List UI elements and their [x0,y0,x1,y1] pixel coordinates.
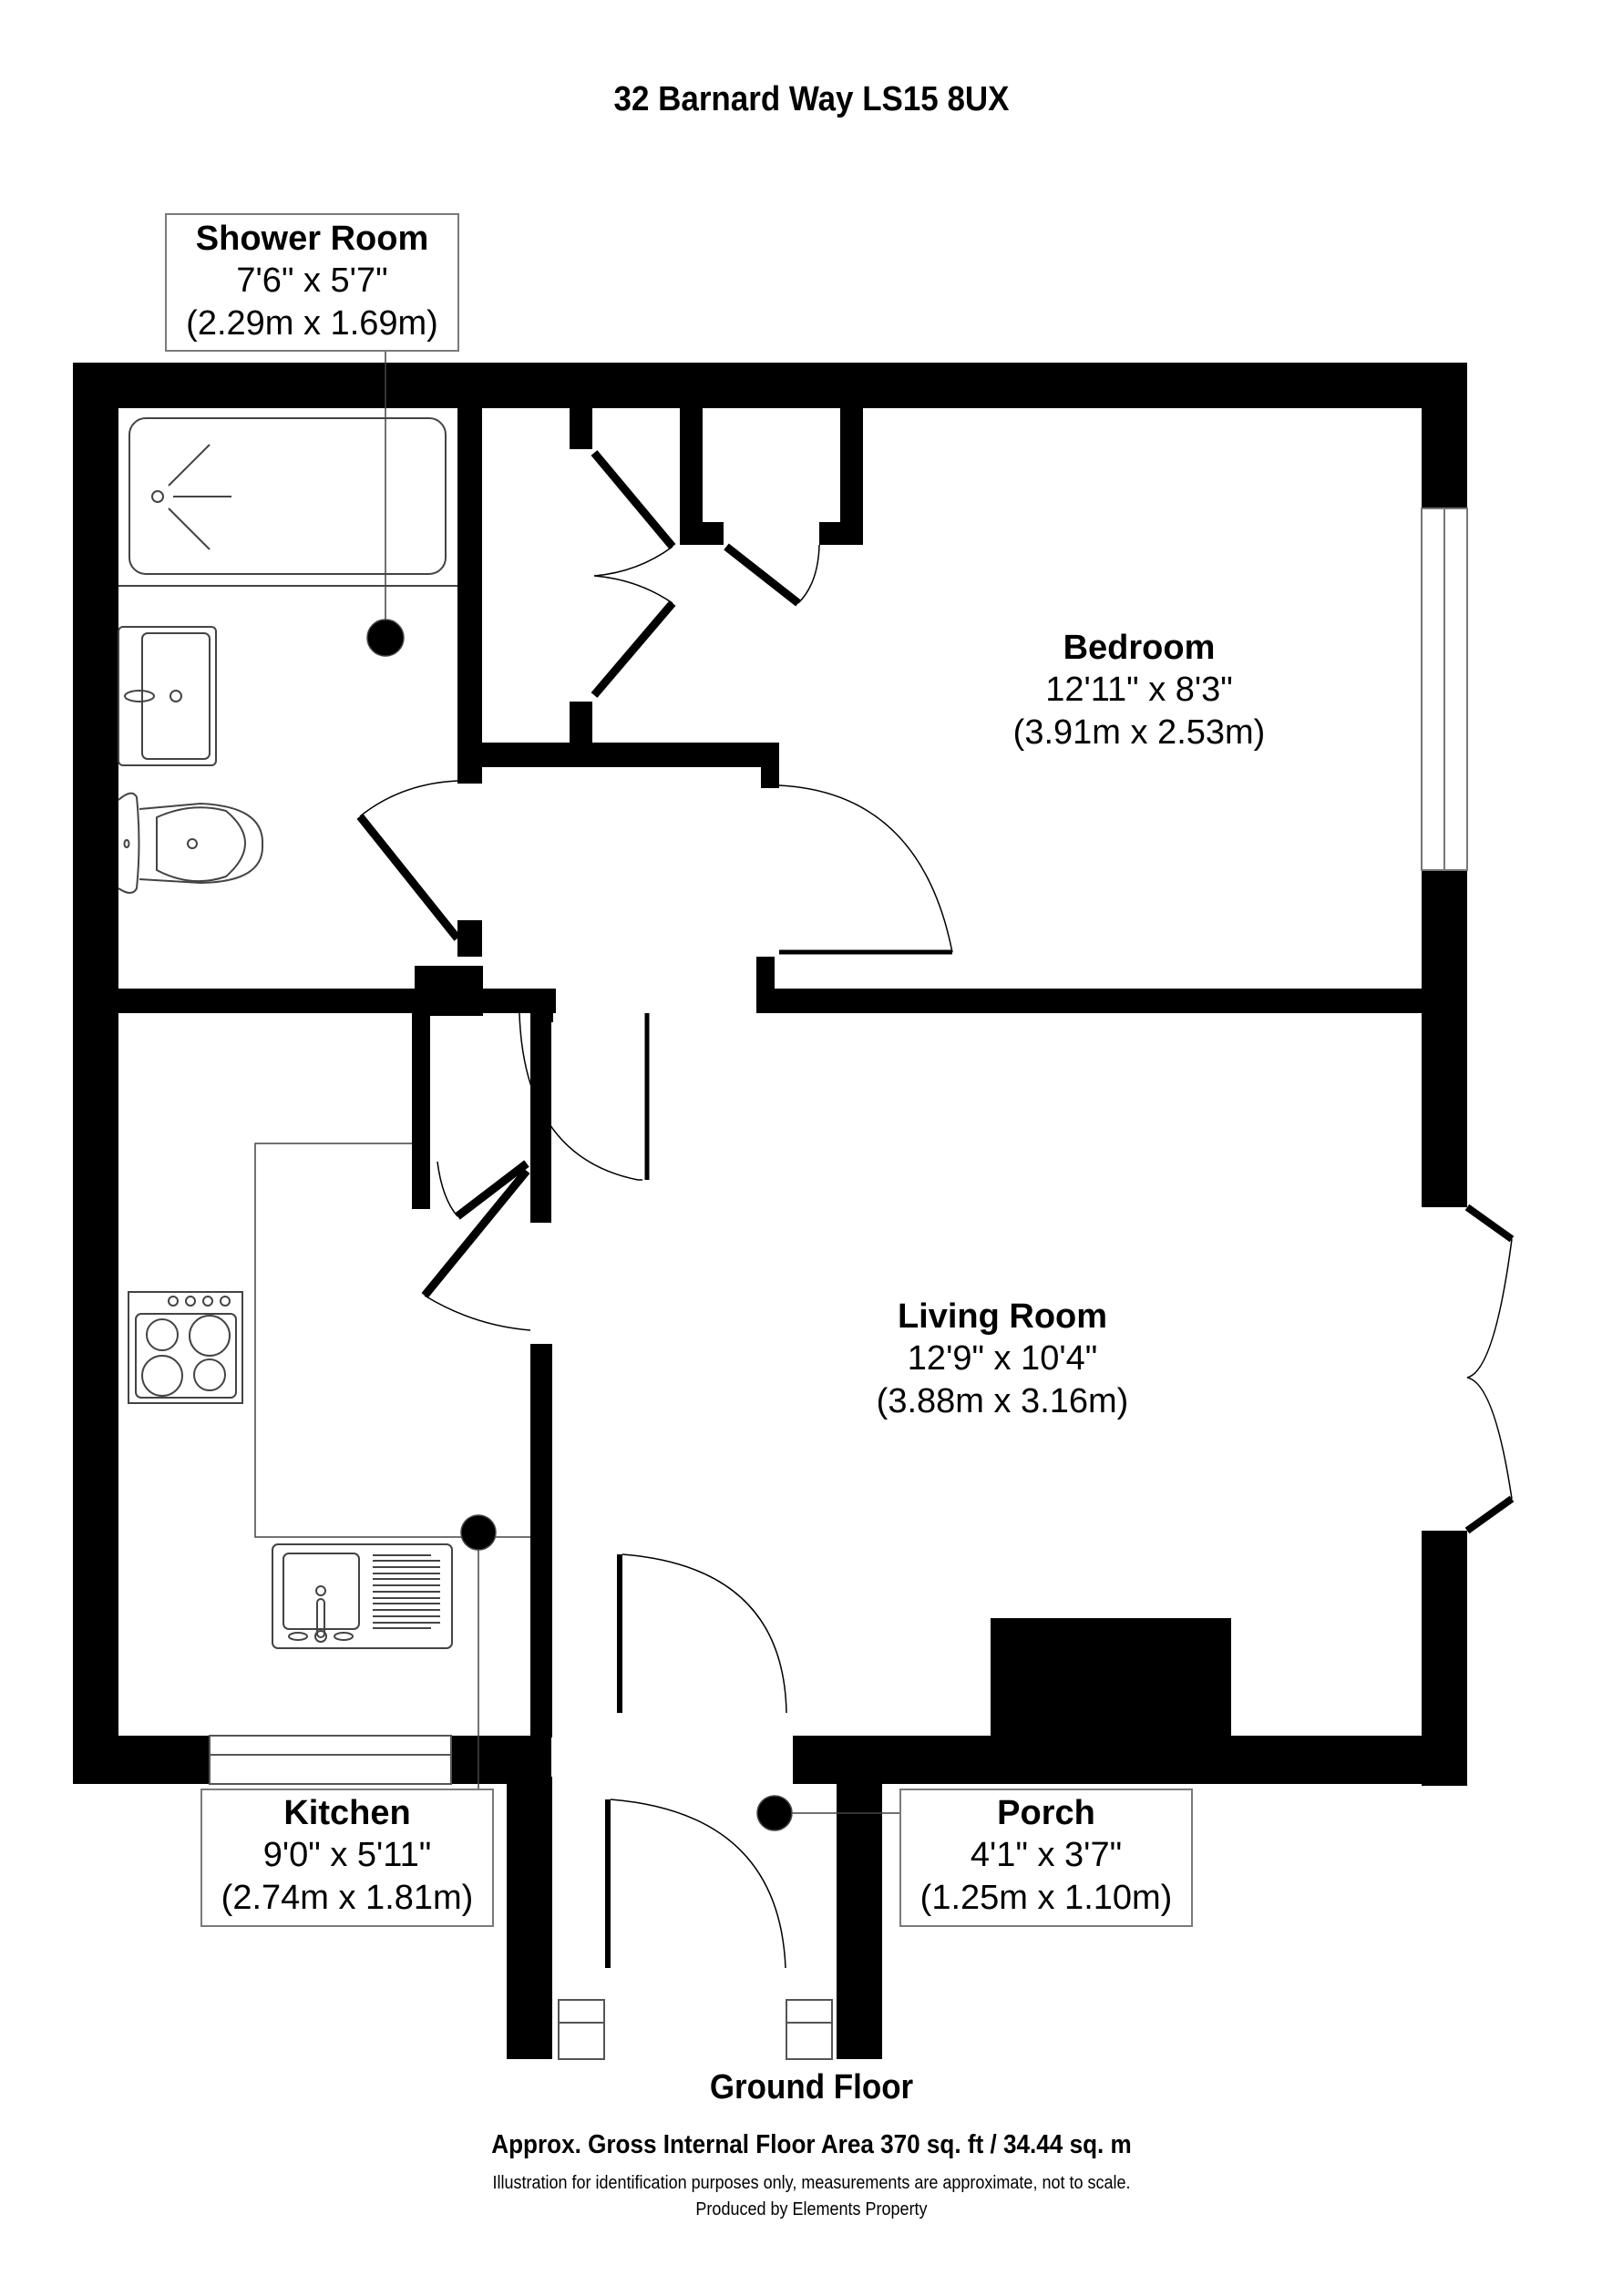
room-imperial: 12'11" x 8'3" [1045,671,1233,710]
label-kitchen: Kitchen 9'0" x 5'11" (2.74m x 1.81m) [200,1789,494,1927]
doors [356,450,1515,1969]
floor-area: Approx. Gross Internal Floor Area 370 sq… [491,2130,1132,2159]
producer-credit: Produced by Elements Property [695,2199,928,2219]
room-metric: (2.29m x 1.69m) [186,303,438,343]
label-shower-room: Shower Room 7'6" x 5'7" (2.29m x 1.69m) [165,213,459,352]
label-porch: Porch 4'1" x 3'7" (1.25m x 1.10m) [899,1789,1193,1927]
worktop [254,1143,530,1538]
shower-tray [118,417,457,587]
room-imperial: 4'1" x 3'7" [970,1836,1123,1875]
label-living-room: Living Room 12'9" x 10'4" (3.88m x 3.16m… [802,1296,1203,1422]
hob [128,1291,243,1404]
room-imperial: 9'0" x 5'11" [262,1836,432,1875]
disclaimer: Illustration for identification purposes… [492,2173,1131,2193]
page-title: 32 Barnard Way LS15 8UX [613,80,1010,118]
walls [73,363,1467,2059]
label-bedroom: Bedroom 12'11" x 8'3" (3.91m x 2.53m) [957,627,1321,753]
toilet [118,792,264,894]
porch-frames [558,1999,833,2060]
room-metric: (3.91m x 2.53m) [1012,712,1266,752]
room-name: Shower Room [195,220,429,258]
sink [272,1543,453,1649]
basin [118,626,217,766]
floor-title: Ground Floor [709,2068,914,2106]
room-name: Living Room [897,1297,1108,1336]
room-imperial: 12'9" x 10'4" [907,1339,1098,1379]
room-imperial: 7'6" x 5'7" [236,261,388,301]
kitchen-window [209,1735,452,1785]
room-name: Kitchen [283,1794,411,1832]
room-metric: (1.25m x 1.10m) [919,1878,1173,1917]
bedroom-window [1421,507,1468,871]
label-leaders [366,351,902,1831]
room-name: Bedroom [1063,629,1216,667]
room-metric: (3.88m x 3.16m) [876,1381,1129,1420]
room-name: Porch [997,1794,1095,1832]
room-metric: (2.74m x 1.81m) [221,1878,474,1917]
